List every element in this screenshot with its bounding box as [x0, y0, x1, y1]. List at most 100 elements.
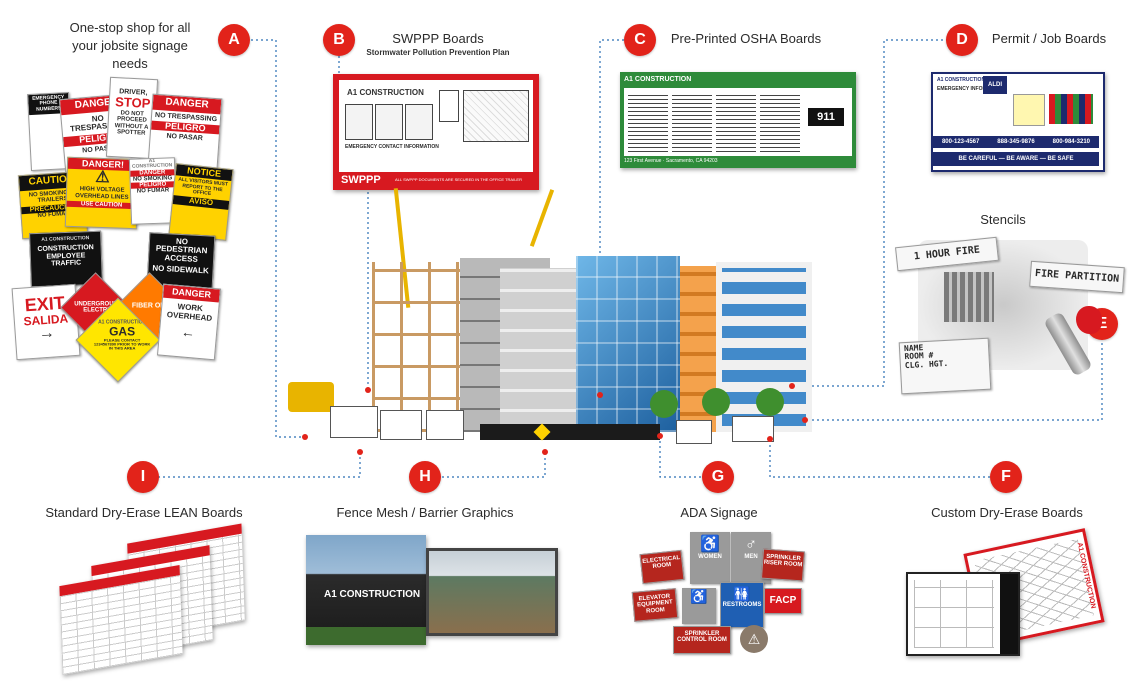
section-b-subtitle: Stormwater Pollution Prevention Plan: [366, 48, 510, 57]
ada-restrooms-text: RESTROOMS: [722, 601, 762, 608]
building-concrete: [500, 268, 578, 432]
lean-gas: GAS: [154, 566, 170, 577]
section-c-title: Pre-Printed OSHA Boards: [670, 31, 822, 46]
ground-sign-3: [426, 410, 464, 440]
swppp-doc-4: [439, 90, 459, 122]
sign-brand-1: A1 CONSTRUCTION: [131, 157, 173, 170]
stencil-room-sign: NAME ROOM # CLG. HGT.: [898, 337, 992, 395]
connector-g: [659, 440, 716, 478]
connector-i: [153, 452, 361, 478]
custom-floor-plan: [914, 580, 994, 648]
sign-exit: EXIT SALIDA →: [11, 283, 81, 361]
badge-f: F: [990, 461, 1022, 493]
ada-men-text: MEN: [744, 553, 758, 560]
sign-stop: STOP: [114, 94, 151, 112]
ada-icons: ♿: [682, 588, 716, 624]
permit-emergency: EMERGENCY INFORMATION: [937, 86, 1006, 92]
section-i-title: Standard Dry-Erase LEAN Boards: [45, 505, 243, 520]
permit-phones: 800-123-4567 888-345-9876 800-984-3210: [933, 136, 1099, 148]
osha-poster-4: [760, 92, 800, 152]
permit-phone-2: 888-345-9876: [997, 139, 1035, 145]
badge-b: B: [323, 24, 355, 56]
osha-posters: 911: [624, 88, 852, 156]
permit-doc-1: [1013, 94, 1045, 126]
stencil-floor-plan: [944, 272, 994, 322]
sign-hv-caution: USE CAUTION: [66, 200, 137, 210]
marker-dot-h: [542, 449, 548, 455]
ada-sprinkler-control: SPRINKLER CONTROL ROOM: [673, 626, 731, 654]
ada-elevator: ELEVATOR EQUIPMENT ROOM: [631, 588, 679, 622]
barrier-fence: [480, 424, 660, 440]
sign-spotter: DO NOT PROCEED WITHOUT A SPOTTER: [114, 110, 149, 137]
connector-h: [442, 452, 546, 478]
fence-grass: [306, 627, 426, 645]
osha-poster-3: [716, 92, 756, 152]
badge-d: D: [946, 24, 978, 56]
sign-notice: NOTICE ALL VISITORS MUST REPORT TO THE O…: [168, 163, 234, 241]
ground-sign-1: [330, 406, 378, 438]
marker-dot-e: [802, 417, 808, 423]
tree-icon-2: [702, 388, 730, 416]
sign-gas-sub: PLEASE CONTACT 1234567890 PRIOR TO WORK …: [93, 337, 151, 351]
osha-911-badge: 911: [808, 108, 844, 126]
swppp-brand: A1 CONSTRUCTION: [347, 88, 424, 97]
ada-electrical: ELECTRICAL ROOM: [639, 549, 685, 585]
header-a-line1: One-stop shop for all: [69, 20, 191, 35]
marker-dot-d: [789, 383, 795, 389]
permit-phone-3: 800-984-3210: [1052, 139, 1090, 145]
osha-footer: 123 First Avenue · Sacramento, CA 94203: [624, 158, 718, 164]
marker-dot-f: [767, 436, 773, 442]
paint-splat-icon: [1076, 306, 1102, 334]
section-h-title: Fence Mesh / Barrier Graphics: [336, 505, 514, 520]
swppp-doc-3: [405, 104, 433, 140]
swppp-doc-2: [375, 104, 403, 140]
permit-board: A1 CONSTRUCTION EMERGENCY INFORMATION AL…: [931, 72, 1105, 172]
fence-brand: A1 CONSTRUCTION: [324, 589, 421, 600]
women-restroom-icon: ♿: [700, 536, 720, 553]
connector-f: [769, 440, 1005, 478]
ada-sprinkler-riser: SPRINKLER RISER ROOM: [761, 548, 805, 582]
ground-sign-4: [676, 420, 712, 444]
sign-traffic-text: CONSTRUCTION EMPLOYEE TRAFFIC: [37, 244, 94, 268]
header-a-line2: your jobsite signage needs: [72, 38, 188, 71]
section-b-title: SWPPP Boards: [392, 31, 484, 46]
swppp-inner: A1 CONSTRUCTION EMERGENCY CONTACT INFORM…: [339, 80, 533, 172]
sign-pedestrian-text: NO PEDESTRIAN ACCESS: [155, 236, 208, 264]
sign-work-overhead: DANGER WORK OVERHEAD ←: [156, 283, 222, 361]
marker-dot-g: [657, 433, 663, 439]
connector-e: [805, 338, 1103, 421]
ada-facp: FACP: [764, 588, 802, 614]
building-frame-left: [372, 262, 462, 432]
osha-brand: A1 CONSTRUCTION: [624, 76, 692, 83]
swppp-label: SWPPP: [341, 174, 381, 186]
tree-icon-3: [756, 388, 784, 416]
sign-gas-text: GAS: [109, 324, 136, 339]
badge-a: A: [218, 24, 250, 56]
badge-i: I: [127, 461, 159, 493]
fence-mesh-panel-1: A1 CONSTRUCTION: [306, 535, 426, 645]
permit-brand: A1 CONSTRUCTION: [937, 77, 986, 83]
section-f-title: Custom Dry-Erase Boards: [931, 505, 1083, 520]
custom-front-strip: [1000, 574, 1018, 654]
swppp-doc-1: [345, 104, 373, 140]
excavator-icon: [288, 382, 334, 412]
permit-doc-2: [1049, 94, 1093, 124]
badge-g: G: [702, 461, 734, 493]
permit-logo: ALDI: [983, 76, 1007, 94]
osha-poster-1: [628, 92, 668, 152]
swppp-site-map: [463, 90, 529, 142]
ada-restrooms: 🚻 RESTROOMS: [720, 582, 764, 628]
section-g-title: ADA Signage: [680, 505, 758, 520]
ada-women-text: WOMEN: [698, 553, 722, 560]
accessibility-icon: ♿: [690, 588, 708, 604]
sign-hv-text: HIGH VOLTAGE OVERHEAD LINES: [75, 186, 129, 201]
section-e-title: Stencils: [980, 212, 1026, 227]
osha-poster-2: [672, 92, 712, 152]
men-restroom-icon: ♂: [745, 536, 757, 553]
section-d-title: Permit / Job Boards: [991, 31, 1107, 46]
sign-ns-fumar: NO FUMAR: [136, 187, 170, 195]
connector-d: [792, 39, 948, 387]
marker-dot-a: [302, 434, 308, 440]
stencil-clg: CLG. HGT.: [904, 358, 949, 370]
restroom-icon: 🚻: [733, 586, 751, 602]
